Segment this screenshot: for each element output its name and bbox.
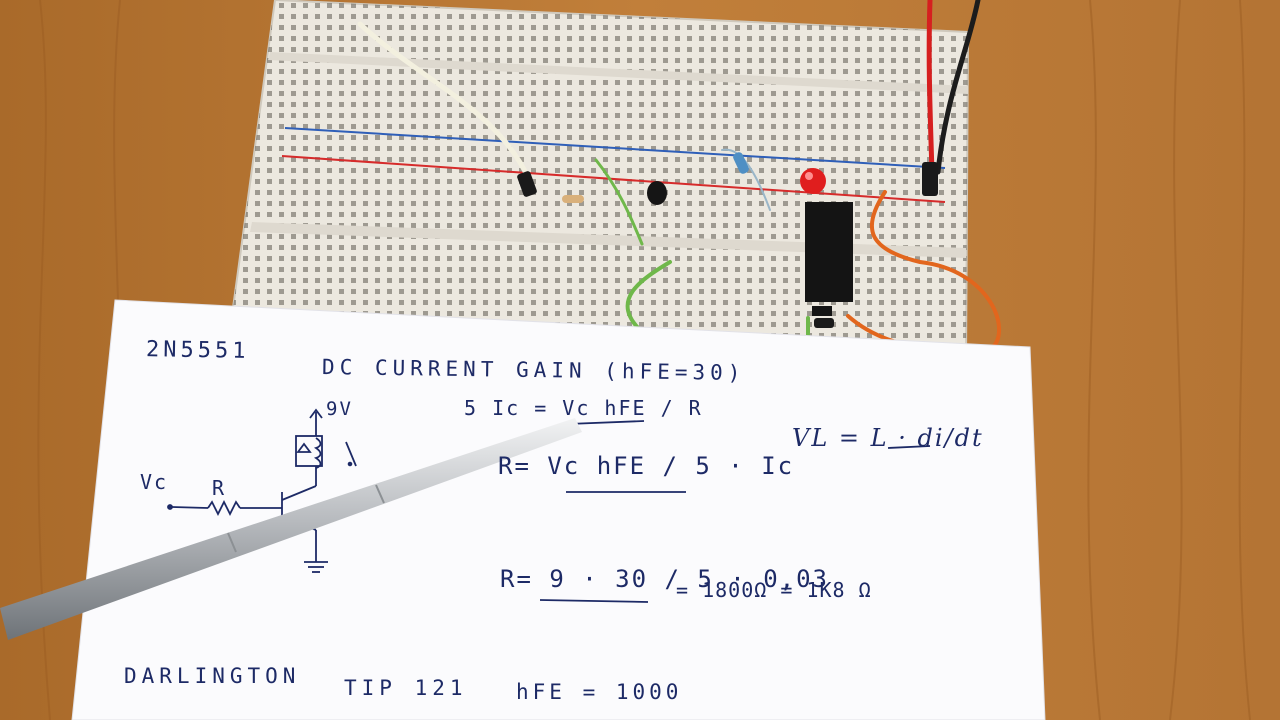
vc-note: Vc [140,470,169,494]
formula-current: 5 Ic = Vc hFE / R [464,396,703,420]
components [517,152,938,328]
diode [814,318,834,328]
formula-result: = 1800Ω = 1K8 Ω [676,578,872,602]
formula-substitution: R= 9 · 30 / 5 · 0,03 [500,565,829,593]
red-rail [281,155,946,203]
supply-voltage-note: 9V [326,398,353,420]
blue-rail [284,127,946,169]
red-led [800,168,826,194]
darlington-gain-note: hFE = 1000 [516,680,683,704]
transistor-model-note: 2N5551 [145,337,250,364]
darlington-part-note: TIP 121 [344,676,468,700]
resistor-note: R [212,476,227,500]
resistor [562,195,584,203]
inductor-formula: VL = L · di/dt [792,424,984,452]
transistor-2n5551 [647,181,667,205]
formula-resistance: R= Vc hFE / 5 · Ic [498,452,795,480]
fraction-bars [539,420,931,603]
darlington-note: DARLINGTON [124,664,301,688]
breadboard [231,0,970,364]
stylus-pen [0,418,582,640]
relay [805,202,853,302]
